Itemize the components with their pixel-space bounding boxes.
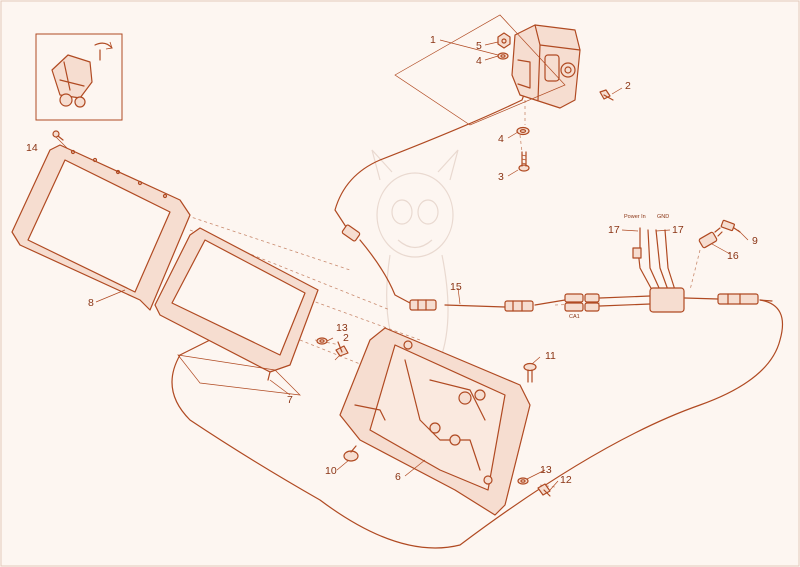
mounting-inset [35, 33, 123, 121]
callout-10: 10 [325, 465, 337, 477]
part-1-rear-camera [394, 14, 581, 126]
callout-16: 16 [727, 250, 739, 262]
callout-7: 7 [287, 394, 293, 406]
part-3-bolt [518, 151, 530, 172]
part-8-display-frame [11, 144, 191, 311]
callout-14: 14 [26, 142, 38, 154]
callout-9: 9 [752, 235, 758, 247]
part-10-knob-bolt [343, 445, 359, 462]
part-12-screw [537, 483, 551, 497]
part-2-screw-camera [599, 89, 614, 101]
callout-4-bottom: 4 [498, 133, 504, 145]
part-2-screw-bracket [335, 341, 349, 357]
part-5-nut [497, 32, 511, 49]
cables [171, 91, 784, 549]
part-13-washer-left [316, 337, 328, 345]
callout-2-bracket: 2 [343, 332, 349, 344]
callout-13-left: 13 [336, 322, 348, 334]
callout-1: 1 [430, 34, 436, 46]
part-7-monitor [154, 227, 319, 396]
part-4-washer-top [497, 52, 509, 60]
callout-4-top: 4 [476, 55, 482, 67]
part-4-washer-bottom [516, 126, 530, 136]
callout-8: 8 [88, 297, 94, 309]
callout-11: 11 [545, 350, 556, 362]
alignment-lines [169, 100, 701, 488]
callout-15: 15 [450, 281, 462, 293]
part-16-plug [698, 227, 723, 249]
callout-17-left: 17 [608, 224, 620, 236]
callout-17-right: 17 [672, 224, 684, 236]
part-9-fuse [720, 219, 741, 233]
part-13-washer-right [517, 477, 529, 485]
part-6-mounting-bracket [339, 327, 531, 516]
leader-lines [55, 39, 749, 491]
callout-13-right: 13 [540, 464, 552, 476]
ca1-connector-module [564, 247, 759, 313]
callout-12: 12 [560, 474, 572, 486]
callout-numbers: 1 5 4 2 4 3 14 8 7 13 2 10 6 11 13 12 15… [26, 34, 758, 486]
power-in-label: Power In [624, 214, 646, 220]
callout-3: 3 [498, 171, 504, 183]
callout-2-camera: 2 [625, 80, 631, 92]
callout-5: 5 [476, 40, 482, 52]
ca1-label: CA1 [569, 314, 580, 320]
gnd-label: GND [657, 214, 669, 220]
part-11-bolt [523, 362, 537, 383]
callout-6: 6 [395, 471, 401, 483]
part-15-extension-cable [341, 224, 534, 312]
